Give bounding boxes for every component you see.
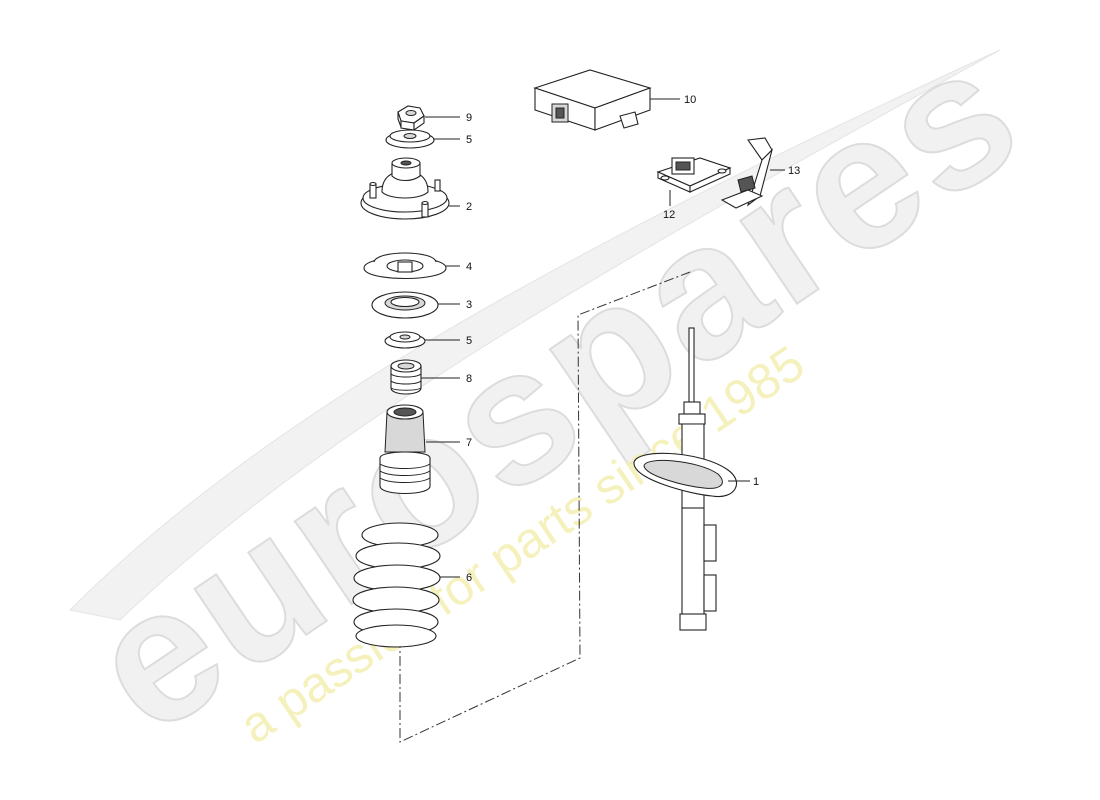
callouts: 9 5 2 4 3 5 8 7 6 10 12 13 1	[466, 94, 800, 584]
part-10-control-unit	[533, 69, 652, 131]
callout-4: 4	[466, 261, 472, 273]
callout-13: 13	[788, 165, 800, 177]
part-1-strut	[633, 327, 738, 631]
callout-5: 5	[466, 134, 472, 146]
callout-1: 1	[753, 476, 759, 488]
part-5-washer-lower	[384, 331, 426, 349]
part-13-bracket	[720, 137, 774, 209]
part-2-strut-mount	[360, 157, 450, 220]
part-7-dust-boot	[379, 404, 431, 494]
callout-7: 7	[466, 437, 472, 449]
callout-2: 2	[466, 201, 472, 213]
part-9-nut	[397, 105, 425, 132]
part-3-spring-pad	[371, 291, 439, 319]
leader-lines	[421, 98, 785, 578]
callout-8: 8	[466, 373, 472, 385]
part-12-sensor	[656, 157, 732, 193]
callout-12: 12	[663, 209, 675, 221]
assembly-line	[399, 271, 691, 743]
part-5-washer-top	[385, 129, 435, 149]
part-8-bump-stop	[390, 359, 422, 395]
callout-6: 6	[466, 572, 472, 584]
callout-5: 5	[466, 335, 472, 347]
callout-10: 10	[684, 94, 696, 106]
callout-9: 9	[466, 112, 472, 124]
callout-3: 3	[466, 299, 472, 311]
part-4-spring-seat	[363, 252, 447, 279]
watermark-swoosh	[68, 49, 1001, 621]
part-6-coil-spring	[352, 522, 441, 648]
